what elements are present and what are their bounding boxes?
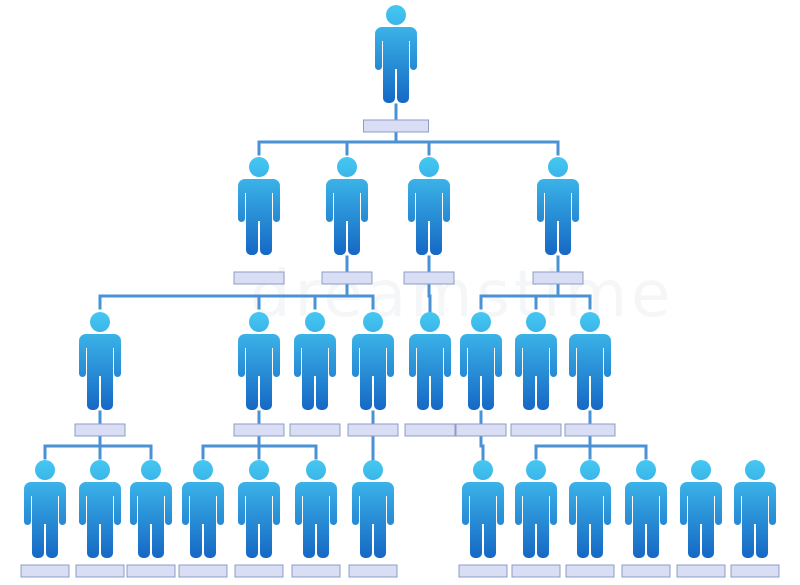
person-icon bbox=[295, 460, 337, 558]
person-icon bbox=[409, 312, 451, 410]
name-label-box bbox=[565, 564, 615, 578]
name-label-box bbox=[291, 564, 341, 578]
name-label-box bbox=[348, 564, 398, 578]
name-label-box bbox=[404, 423, 456, 437]
name-label-box bbox=[233, 423, 285, 437]
person-icon bbox=[625, 460, 667, 558]
name-label-box bbox=[74, 423, 126, 437]
person-icon bbox=[515, 460, 557, 558]
person-icon bbox=[462, 460, 504, 558]
person-icon bbox=[375, 5, 417, 103]
name-label-box bbox=[126, 564, 176, 578]
name-label-box bbox=[347, 423, 399, 437]
person-icon bbox=[515, 312, 557, 410]
name-label-box bbox=[178, 564, 228, 578]
name-label-box bbox=[510, 423, 562, 437]
name-label-box bbox=[363, 119, 429, 133]
name-label-box bbox=[403, 271, 455, 285]
person-icon bbox=[294, 312, 336, 410]
name-label-box bbox=[730, 564, 780, 578]
person-icon bbox=[408, 157, 450, 255]
person-icon bbox=[569, 460, 611, 558]
name-label-box bbox=[289, 423, 341, 437]
name-label-box bbox=[75, 564, 125, 578]
person-icon bbox=[130, 460, 172, 558]
name-label-box bbox=[564, 423, 616, 437]
person-icon bbox=[680, 460, 722, 558]
person-icon bbox=[24, 460, 66, 558]
person-icon bbox=[537, 157, 579, 255]
name-label-box bbox=[20, 564, 70, 578]
person-icon bbox=[182, 460, 224, 558]
person-icon bbox=[238, 460, 280, 558]
person-icon bbox=[352, 312, 394, 410]
person-icon bbox=[238, 312, 280, 410]
name-label-box bbox=[234, 564, 284, 578]
name-label-box bbox=[455, 423, 507, 437]
person-icon bbox=[326, 157, 368, 255]
person-icon bbox=[79, 312, 121, 410]
name-label-box bbox=[532, 271, 584, 285]
person-icon bbox=[79, 460, 121, 558]
person-icon bbox=[460, 312, 502, 410]
name-label-box bbox=[621, 564, 671, 578]
name-label-box bbox=[511, 564, 561, 578]
person-icon bbox=[734, 460, 776, 558]
name-label-box bbox=[233, 271, 285, 285]
name-label-box bbox=[321, 271, 373, 285]
person-icon bbox=[569, 312, 611, 410]
name-label-box bbox=[676, 564, 726, 578]
name-label-box bbox=[458, 564, 508, 578]
person-icon bbox=[238, 157, 280, 255]
person-icon bbox=[352, 460, 394, 558]
